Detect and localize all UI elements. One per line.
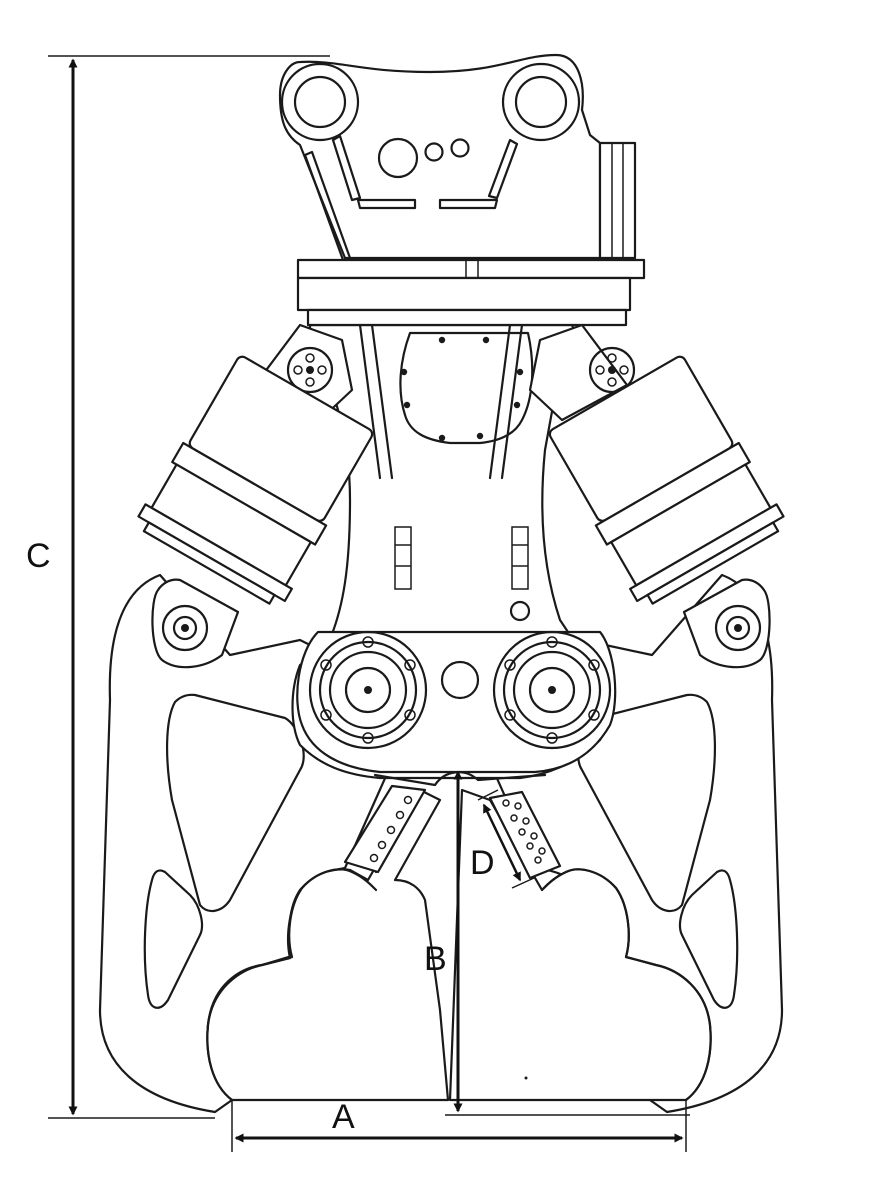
dimension-a — [231, 1100, 687, 1152]
dimension-c — [48, 55, 330, 1119]
right-hydraulic-cylinder — [528, 323, 785, 669]
dimension-label-d: D — [470, 844, 495, 882]
dimension-d — [477, 789, 535, 889]
left-cutter-bar — [343, 784, 427, 874]
dimension-label-b: B — [424, 940, 447, 978]
dimension-label-c: C — [26, 537, 51, 575]
stray-dot — [524, 1076, 528, 1080]
dimension-label-a: A — [332, 1098, 355, 1136]
left-hydraulic-cylinder — [137, 323, 374, 669]
right-pivot-bearing — [492, 630, 612, 750]
pivot-housing — [296, 630, 617, 774]
rotation-plate — [296, 258, 646, 327]
mounting-bracket — [278, 53, 637, 262]
dimension-b — [445, 770, 690, 1116]
left-pivot-bearing — [308, 630, 428, 750]
